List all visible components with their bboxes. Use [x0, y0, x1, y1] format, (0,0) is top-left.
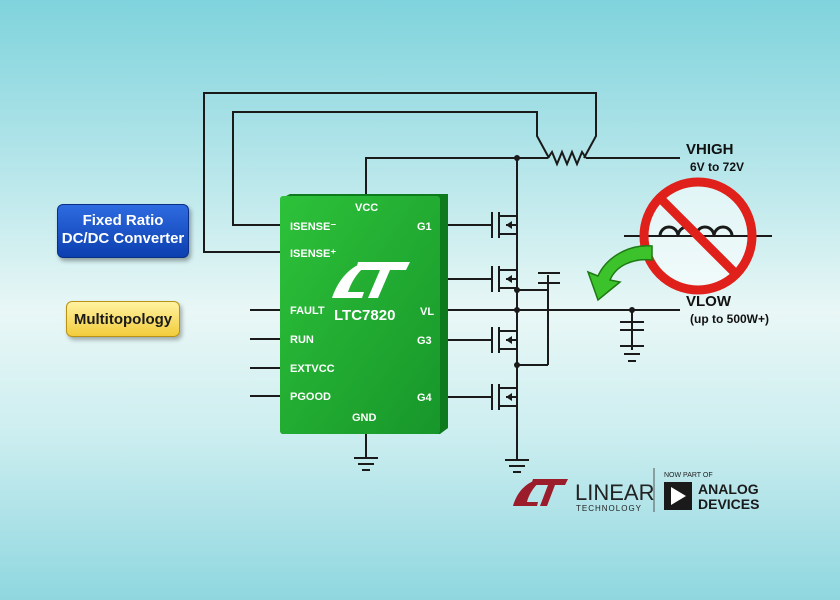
mosfet-arrows: [506, 221, 512, 401]
pin-extvcc: EXTVCC: [290, 363, 335, 375]
pin-isense-minus: ISENSE⁻: [290, 221, 336, 233]
flying-capacitor: [538, 272, 560, 284]
pin-run: RUN: [290, 334, 314, 346]
technology-wordmark: TECHNOLOGY: [576, 504, 642, 513]
power-stage-wires: [440, 158, 680, 460]
chip-part-number: LTC7820: [334, 307, 395, 324]
sense-wires: [203, 92, 680, 253]
fixed-ratio-badge: Fixed Ratio DC/DC Converter: [57, 204, 189, 258]
pin-fault: FAULT: [290, 305, 325, 317]
badge-line-1: Fixed Ratio: [82, 212, 164, 229]
sense-resistor: [547, 149, 587, 167]
junction-dots: [514, 155, 635, 368]
ltc7820-chip: LTC7820 ISENSE⁻ ISENSE⁺ FAULT RUN EXTVCC…: [280, 194, 448, 434]
pin-vl: VL: [420, 306, 434, 318]
pin-isense-plus: ISENSE⁺: [290, 248, 336, 260]
pin-g3: G3: [417, 335, 432, 347]
no-inductor-icon: [624, 177, 772, 295]
chip-left-pins: [250, 309, 378, 471]
multitopology-badge: Multitopology: [66, 301, 180, 337]
pin-vcc: VCC: [355, 202, 378, 214]
now-part-of-text: NOW PART OF: [664, 472, 713, 479]
vhigh-label: VHIGH: [686, 141, 734, 158]
linear-lt-logo-icon: [513, 479, 568, 506]
analog-devices-triangle-icon: [664, 482, 692, 510]
output-capacitor: [620, 321, 644, 362]
lt-logo-icon: [332, 262, 410, 298]
vlow-power: (up to 500W+): [690, 312, 769, 326]
green-arrow-icon: [586, 245, 653, 302]
pin-g4: G4: [417, 392, 433, 404]
power-ground-icon: [505, 459, 529, 473]
vlow-label: VLOW: [686, 293, 732, 310]
analog-wordmark: ANALOG: [698, 481, 759, 497]
devices-wordmark: DEVICES: [698, 496, 759, 512]
linear-wordmark: LINEAR: [575, 480, 654, 505]
pin-g1: G1: [417, 221, 432, 233]
vhigh-range: 6V to 72V: [690, 160, 744, 174]
badge-line-2: DC/DC Converter: [61, 230, 185, 247]
pin-pgood: PGOOD: [290, 391, 331, 403]
pin-gnd: GND: [352, 412, 377, 424]
